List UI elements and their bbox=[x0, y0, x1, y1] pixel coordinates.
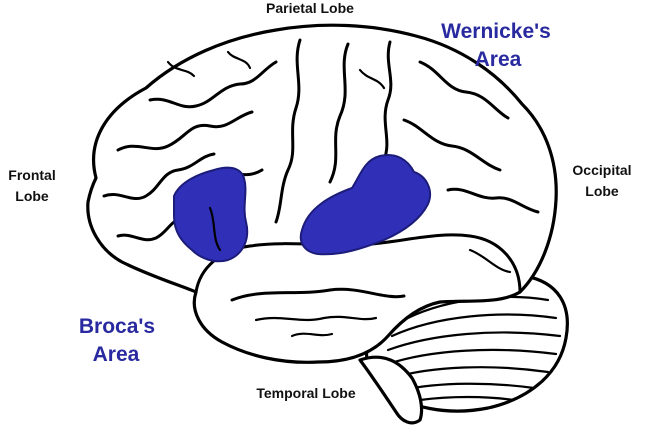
brain-stem bbox=[358, 355, 424, 425]
parietal-lobe-label: Parietal Lobe bbox=[266, 0, 354, 16]
cerebrum bbox=[86, 23, 558, 364]
wernicke-area-shape bbox=[299, 154, 432, 256]
occipital-lobe-label-line1: Occipital bbox=[572, 162, 631, 178]
broca-area bbox=[173, 166, 249, 263]
labels: Parietal Lobe Frontal Lobe Occipital Lob… bbox=[8, 0, 631, 401]
broca-area-label-line1: Broca's bbox=[79, 315, 155, 338]
frontal-lobe-label-line2: Lobe bbox=[15, 188, 49, 204]
wernicke-area bbox=[299, 154, 432, 256]
wernicke-area-label-line2: Area bbox=[475, 48, 522, 71]
occipital-lobe-label-line2: Lobe bbox=[585, 183, 619, 199]
broca-area-label-line2: Area bbox=[93, 343, 140, 366]
frontal-lobe-label-line1: Frontal bbox=[8, 167, 55, 183]
wernicke-area-label-line1: Wernicke's bbox=[441, 20, 551, 43]
broca-area-shape bbox=[173, 166, 249, 263]
temporal-lobe-label: Temporal Lobe bbox=[256, 385, 356, 401]
